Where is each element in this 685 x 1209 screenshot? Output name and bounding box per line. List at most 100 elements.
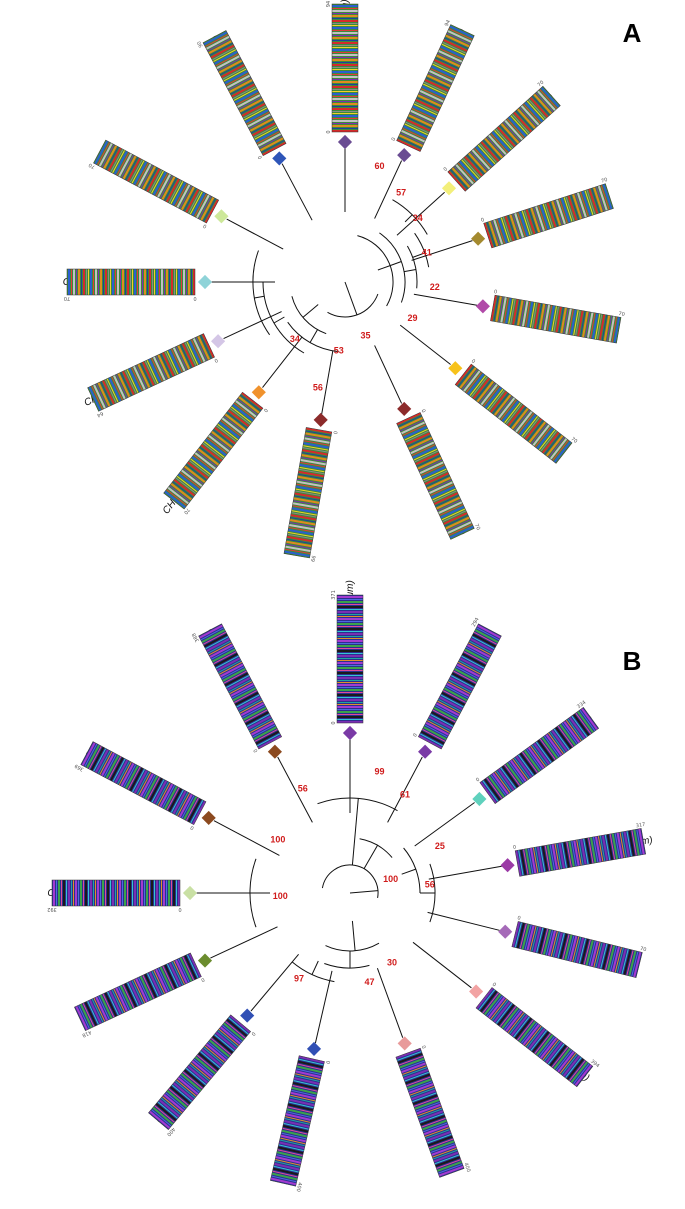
bar-end-tick: 392 xyxy=(47,906,57,912)
bootstrap-value: 35 xyxy=(360,330,370,340)
domain-bar: 070 xyxy=(443,80,561,192)
domain-bar: 070 xyxy=(396,408,481,540)
domain-bar: 070 xyxy=(88,139,220,229)
tree-branch xyxy=(374,345,403,404)
tree-branch xyxy=(399,324,451,365)
bar-end-tick: 418 xyxy=(81,1029,92,1038)
bar-start-tick: 0 xyxy=(326,130,332,133)
tree-branch xyxy=(302,304,319,318)
bar-start-tick: 0 xyxy=(443,166,449,173)
tree-branch xyxy=(412,252,426,258)
bootstrap-value: 97 xyxy=(294,973,304,983)
leaf-marker xyxy=(251,385,266,400)
leaf: CHB WEP12 (S. melongena)094 xyxy=(374,19,475,219)
bar-start-tick: 0 xyxy=(190,824,196,831)
bootstrap-value: 53 xyxy=(334,346,344,356)
tree-branch xyxy=(404,269,416,273)
domain-bar: 0 94 xyxy=(326,1,359,134)
tree-branch xyxy=(223,311,282,340)
leaf-marker xyxy=(240,1008,255,1023)
tree-branch xyxy=(344,281,358,316)
domain-bar-fill xyxy=(283,427,333,559)
domain-bar-fill xyxy=(483,183,614,249)
domain-bar-fill xyxy=(198,623,283,750)
tree-branch xyxy=(262,281,305,354)
domain-bar-fill xyxy=(51,879,181,907)
bar-end-tick: 70 xyxy=(64,295,70,301)
tree-branch xyxy=(406,245,418,289)
domain-bar-fill xyxy=(514,828,647,877)
tree-branch xyxy=(321,350,334,415)
domain-bar-fill xyxy=(74,952,202,1032)
bar-end-tick: 70 xyxy=(639,946,647,953)
leaf-marker xyxy=(472,791,487,807)
leaf-marker xyxy=(337,134,353,150)
domain-bar-fill xyxy=(93,139,220,224)
bar-start-tick: 0 xyxy=(324,1060,331,1064)
leaf-marker xyxy=(211,334,226,349)
leaf-marker xyxy=(397,148,412,163)
bar-end-tick: 70 xyxy=(182,507,191,516)
leaf-marker xyxy=(306,1041,322,1056)
domain-bar: 090 xyxy=(196,30,287,160)
leaf-marker xyxy=(397,1036,412,1051)
domain-bar-fill xyxy=(490,294,622,344)
leaf-marker xyxy=(214,209,229,224)
tree-branch xyxy=(314,970,333,1044)
domain-bar: 070 xyxy=(490,289,625,344)
domain-bar-fill xyxy=(447,85,561,192)
tree-branch xyxy=(414,232,430,268)
tree-branch xyxy=(210,926,278,959)
tree-branch xyxy=(273,316,285,324)
bar-start-tick: 0 xyxy=(517,915,522,922)
leaf-marker xyxy=(182,885,198,901)
bootstrap-value: 30 xyxy=(387,958,397,968)
tree-branch xyxy=(427,911,500,931)
domain-bar-fill xyxy=(417,623,502,750)
bar-start-tick: 0 xyxy=(262,407,269,413)
tree-branch xyxy=(379,232,406,303)
bar-end-tick: 70 xyxy=(601,177,609,185)
tree-branch xyxy=(291,296,327,335)
bootstrap-value: 56 xyxy=(425,879,435,889)
domain-bar-fill xyxy=(511,921,643,978)
domain-bar: 0 70 xyxy=(163,391,269,516)
tree-branch xyxy=(412,941,472,989)
domain-bar-fill xyxy=(396,412,475,540)
tree-branch xyxy=(213,820,280,856)
tree-branch xyxy=(250,953,299,1012)
leaf-marker xyxy=(201,810,216,825)
tree-branch xyxy=(428,865,502,880)
bootstrap-value: 100 xyxy=(270,835,285,845)
bar-end-tick: 371 xyxy=(331,590,337,600)
bootstrap-value: 47 xyxy=(364,977,374,987)
leaf-marker xyxy=(471,231,486,246)
tree-branch xyxy=(411,240,473,261)
bar-end-tick: 400 xyxy=(462,1162,471,1173)
bar-end-tick: 90 xyxy=(196,40,204,48)
bar-end-tick: 70 xyxy=(618,311,625,318)
tree-branch xyxy=(429,863,436,923)
bar-end-tick: 70 xyxy=(570,436,579,445)
bar-start-tick: 0 xyxy=(250,1030,257,1036)
domain-bar-fill xyxy=(336,594,364,724)
bar-end-tick: 99 xyxy=(309,555,316,562)
domain-bar-fill xyxy=(475,987,594,1088)
tree-branch xyxy=(387,756,423,823)
bar-end-tick: 394 xyxy=(589,1059,600,1070)
domain-bar: 070 xyxy=(64,268,197,301)
leaf: CHB WEP7 (S. macrocarpon)070 xyxy=(63,268,275,301)
bar-start-tick: 0 xyxy=(332,430,338,434)
domain-bar-fill xyxy=(396,24,475,152)
bootstrap-value: 34 xyxy=(290,334,300,344)
bar-end-tick: 94 xyxy=(326,1,332,7)
tree-branch xyxy=(401,868,416,875)
leaf: CHB WEP8 (S. aethiopicum)070 xyxy=(413,289,625,344)
tree-branch xyxy=(252,250,271,336)
